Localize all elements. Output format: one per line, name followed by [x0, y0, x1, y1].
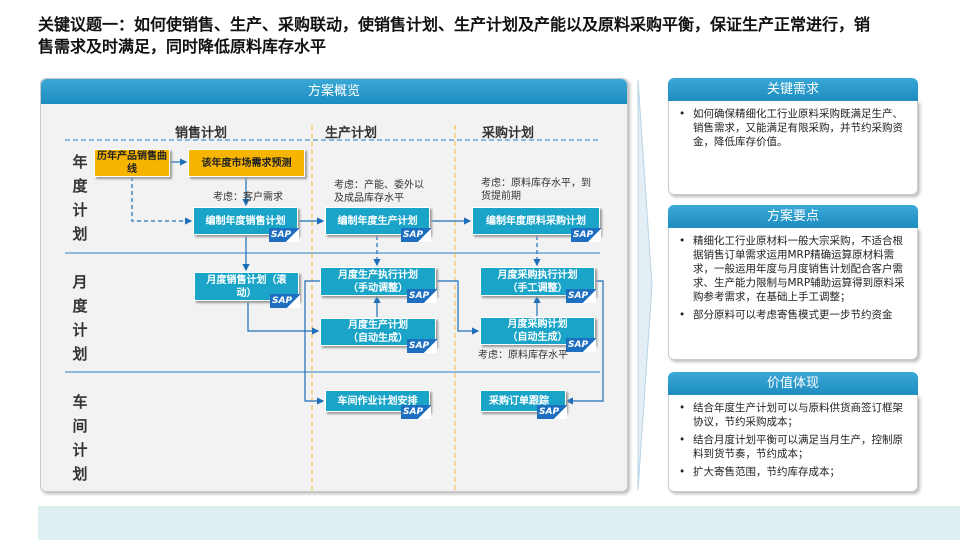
box-monthly-prod-exec: 月度生产执行计划（手动调整）SAP — [320, 267, 437, 303]
note-purchase: 考虑：原料库存水平，到货提前期 — [481, 178, 591, 202]
sap-logo: SAP — [269, 228, 299, 242]
box-label: 月度生产计划（自动生成） — [348, 320, 408, 344]
box-monthly-purch-exec: 月度采购执行计划（手工调整）SAP — [480, 267, 596, 303]
sap-logo: SAP — [566, 289, 596, 303]
box-monthly-sales: 月度销售计划（滚动）SAP — [194, 272, 300, 308]
box-monthly-prod: 月度生产计划（自动生成）SAP — [320, 318, 437, 353]
note-production: 考虑：产能、委外以及成品库存水平 — [334, 180, 424, 204]
column-header-production: 生产计划 — [325, 126, 378, 141]
row-label-monthly: 月度计划 — [72, 273, 88, 363]
list-item: 精细化工行业原材料一般大宗采购，不适合根据销售订单需求运用MRP精确运算原材料需… — [677, 234, 909, 304]
sap-logo: SAP — [407, 289, 437, 303]
box-label: 车间作业计划安排 — [337, 395, 418, 407]
box-label: 采购订单跟踪 — [489, 395, 549, 407]
list-item: 部分原料可以考虑寄售模式更一步节约资金 — [677, 308, 909, 322]
box-label: 编制年度生产计划 — [337, 215, 418, 227]
key-needs-header: 关键需求 — [668, 78, 918, 101]
value-header: 价值体现 — [668, 372, 918, 395]
key-needs-body: 如何确保精细化工行业原料采购既满足生产、销售需求，又能满足有限采购，并节约采购资… — [668, 101, 918, 195]
list-item: 如何确保精细化工行业原料采购既满足生产、销售需求，又能满足有限采购，并节约采购资… — [677, 107, 909, 149]
box-label: 该年度市场需求预测 — [201, 157, 292, 169]
solution-points-body: 精细化工行业原材料一般大宗采购，不适合根据销售订单需求运用MRP精确运算原材料需… — [668, 228, 918, 360]
box-label: 历年产品销售曲线 — [97, 151, 167, 175]
value-body: 结合年度生产计划可以与原料供货商签订框架协议，节约采购成本； 结合月度计划平衡可以… — [668, 395, 918, 492]
overview-header: 方案概览 — [41, 79, 627, 104]
row-label-workshop: 车间计划 — [72, 393, 88, 483]
box-label: 月度采购执行计划（手工调整） — [497, 269, 578, 294]
footer-band — [38, 506, 960, 540]
row-label-annual: 年度计划 — [72, 153, 88, 243]
page-title: 关键议题一：如何使销售、生产、采购联动，使销售计划、生产计划及产能以及原料采购平… — [38, 15, 871, 56]
sap-logo: SAP — [537, 405, 567, 419]
note-monthly-purchase: 考虑：原料库存水平 — [478, 350, 568, 361]
sap-logo: SAP — [401, 228, 431, 242]
list-item: 扩大寄售范围，节约库存成本； — [677, 465, 909, 479]
note-sales: 考虑：客户需求 — [213, 192, 283, 203]
sap-logo: SAP — [566, 338, 596, 352]
box-monthly-purch: 月度采购计划（自动生成）SAP — [480, 317, 596, 352]
column-header-purchase: 采购计划 — [482, 126, 535, 141]
box-label: 编制年度原料采购计划 — [486, 215, 586, 227]
column-header-sales: 销售计划 — [175, 126, 228, 141]
sap-logo: SAP — [270, 294, 300, 308]
chevron-arrow — [637, 79, 653, 491]
box-label: 编制年度销售计划 — [205, 215, 286, 227]
solution-points-header: 方案要点 — [668, 205, 918, 228]
sap-logo: SAP — [407, 339, 437, 353]
box-label: 月度采购计划（自动生成） — [507, 319, 568, 343]
sap-logo: SAP — [571, 228, 601, 242]
box-label: 月度销售计划（滚动） — [206, 274, 287, 299]
list-item: 结合月度计划平衡可以满足当月生产，控制原料到货节奏，节约成本； — [677, 433, 909, 461]
box-forecast: 该年度市场需求预测 — [188, 149, 305, 177]
box-history: 历年产品销售曲线 — [94, 149, 170, 177]
sap-logo: SAP — [401, 405, 431, 419]
list-item: 结合年度生产计划可以与原料供货商签订框架协议，节约采购成本； — [677, 401, 909, 429]
box-label: 月度生产执行计划（手动调整） — [338, 269, 418, 294]
